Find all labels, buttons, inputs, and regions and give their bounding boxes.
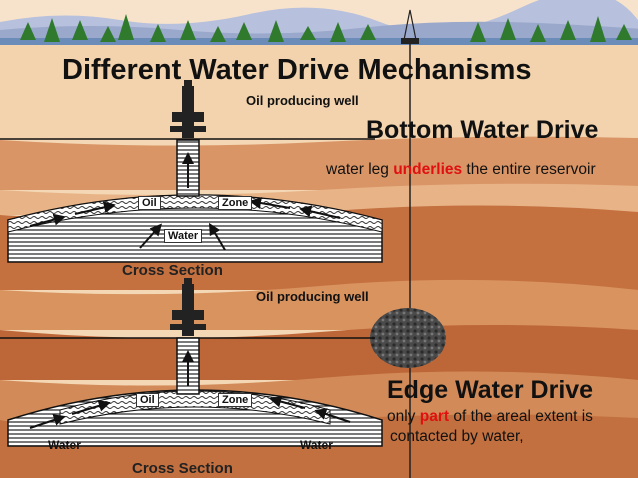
water-label: Water xyxy=(164,229,203,243)
zone-label: Zone xyxy=(218,393,253,407)
highlight-text: underlies xyxy=(393,161,463,178)
highlight-text: part xyxy=(419,408,450,425)
tree-row-icon xyxy=(20,14,632,42)
well-label: Oil producing well xyxy=(256,289,369,304)
page-title: Different Water Drive Mechanisms xyxy=(62,54,532,86)
water-label-right: Water xyxy=(300,438,333,452)
oil-label: Oil xyxy=(136,393,159,407)
cross-section-label: Cross Section xyxy=(132,460,233,477)
rock-grain-cluster-icon xyxy=(370,308,446,368)
edge-drive-heading: Edge Water Drive xyxy=(387,376,594,404)
well-label: Oil producing well xyxy=(246,93,359,108)
edge-drive-desc-line1: only part of the areal extent is xyxy=(387,408,593,425)
bottom-drive-heading: Bottom Water Drive xyxy=(366,116,599,144)
bottom-drive-desc: water leg underlies the entire reservoir xyxy=(326,161,596,178)
zone-label: Zone xyxy=(218,196,253,210)
water-label-left: Water xyxy=(48,438,81,452)
edge-drive-reservoir xyxy=(7,337,383,447)
cross-section-label: Cross Section xyxy=(122,262,223,279)
far-well-icon xyxy=(401,9,419,478)
bottom-wellhead-icon xyxy=(170,80,206,138)
edge-drive-desc-line2: contacted by water, xyxy=(390,428,524,445)
bottom-drive-reservoir xyxy=(7,139,383,263)
oil-label: Oil xyxy=(138,196,161,210)
edge-wellhead-icon xyxy=(170,278,206,336)
